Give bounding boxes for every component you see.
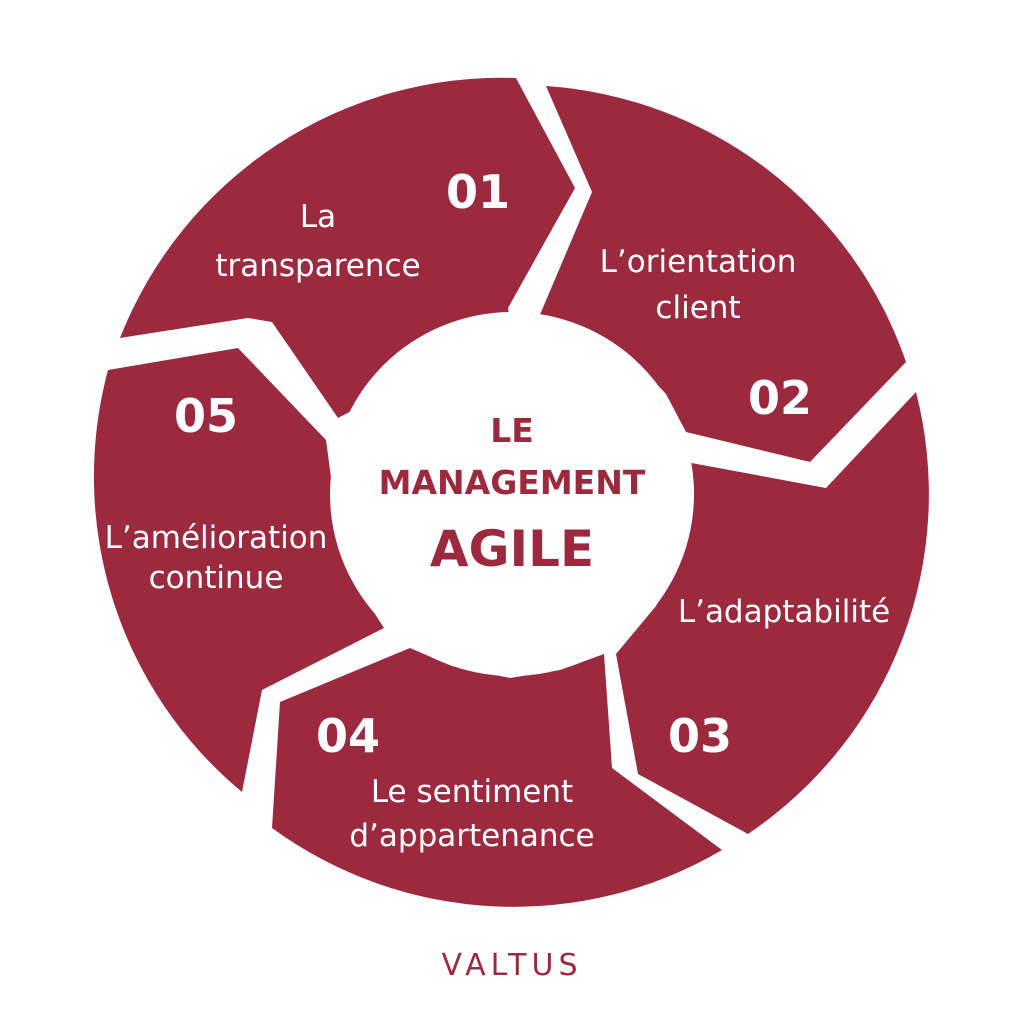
segment-2-label-line-1: L’orientation (600, 244, 797, 280)
center-circle (330, 312, 694, 676)
segment-3: L’adaptabilité 03 (616, 392, 929, 834)
segment-4-label-line-2: d’appartenance (349, 818, 594, 854)
segment-1-number: 01 (446, 165, 510, 219)
segment-2-shape (536, 86, 906, 462)
center-title-line-3: AGILE (430, 520, 594, 578)
segment-1: 01 La transparence (120, 77, 575, 418)
center-title-line-2: MANAGEMENT (379, 463, 646, 502)
segment-1-shape (120, 77, 575, 418)
segment-2-label-line-2: client (655, 290, 740, 326)
segment-3-label: L’adaptabilité (678, 594, 890, 630)
valtus-logo: VALTUS (441, 948, 583, 983)
segment-1-label-line-2: transparence (215, 248, 420, 284)
segment-5-number: 05 (174, 389, 238, 443)
segment-3-shape (616, 392, 929, 834)
segment-5-shape (93, 348, 384, 792)
segment-5: 05 L’amélioration continue (93, 348, 384, 792)
segment-4-number: 04 (316, 709, 380, 763)
segment-5-label-line-1: L’amélioration (105, 520, 328, 556)
segment-2-number: 02 (748, 371, 812, 425)
segment-2: L’orientation client 02 (536, 86, 906, 462)
segment-1-label-line-1: La (300, 199, 336, 235)
center-title-line-1: LE (490, 411, 534, 450)
segment-3-number: 03 (668, 709, 732, 763)
segment-4-label-line-1: Le sentiment (371, 774, 573, 810)
segment-4-shape (272, 648, 722, 907)
segment-4: 04 Le sentiment d’appartenance (272, 648, 722, 907)
segment-5-label-line-2: continue (149, 560, 284, 596)
